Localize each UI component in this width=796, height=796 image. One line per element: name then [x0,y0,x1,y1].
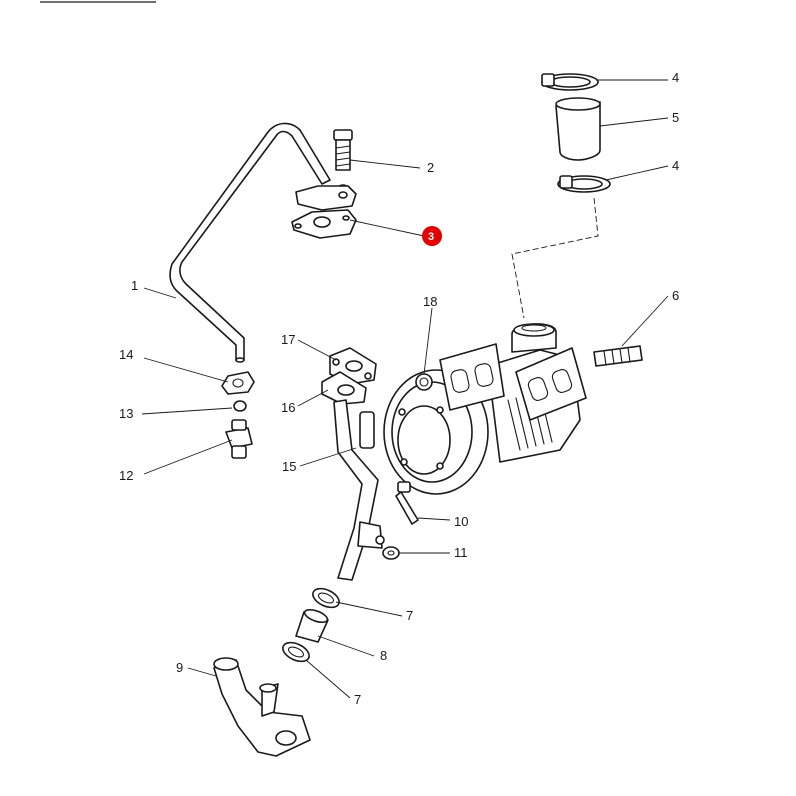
callout-12[interactable]: 12 [119,468,133,483]
callout-7-lower[interactable]: 7 [354,692,361,707]
part-5-hose[interactable] [555,97,601,161]
part-11-washer[interactable] [382,546,400,560]
callout-3[interactable]: 3 [428,231,434,243]
callout-15[interactable]: 15 [282,459,296,474]
part-18-plug[interactable] [415,373,433,391]
callout-5[interactable]: 5 [672,110,679,125]
part-7-hose-clip-upper[interactable] [310,585,342,611]
callout-9[interactable]: 9 [176,660,183,675]
callout-1[interactable]: 1 [131,278,138,293]
part-9-return-adapter[interactable] [213,657,311,757]
callout-14[interactable]: 14 [119,347,133,362]
callouts: 1 2 3 4 5 4 6 7 8 7 9 10 11 12 13 14 15 … [119,70,679,707]
part-13-olive[interactable] [233,400,247,412]
part-4-hose-clip-upper[interactable] [541,73,599,91]
callout-13[interactable]: 13 [119,406,133,421]
part-7-hose-clip-lower[interactable] [280,639,312,665]
callout-4-upper[interactable]: 4 [672,70,679,85]
part-15-oil-return-pipe[interactable] [333,399,385,581]
callout-18[interactable]: 18 [423,294,437,309]
callout-10[interactable]: 10 [454,514,468,529]
part-3-gasket[interactable] [291,209,357,239]
part-1-oil-feed-pipe[interactable] [169,122,331,363]
assembly-path-hose [511,197,599,319]
callout-2[interactable]: 2 [427,160,434,175]
part-10-bolt[interactable] [395,481,419,525]
part-12-union[interactable] [225,419,253,459]
callout-8[interactable]: 8 [380,648,387,663]
callout-17[interactable]: 17 [281,332,295,347]
part-8-hose[interactable] [295,607,329,643]
callout-7-upper[interactable]: 7 [406,608,413,623]
callout-16[interactable]: 16 [281,400,295,415]
pipe-flange [295,185,357,211]
callout-6[interactable]: 6 [672,288,679,303]
turbocharger[interactable] [383,323,587,495]
callout-3-marker[interactable] [422,226,442,246]
part-6-stud[interactable] [593,345,643,367]
callout-4-lower[interactable]: 4 [672,158,679,173]
part-16-flange[interactable] [321,371,367,405]
callout-11[interactable]: 11 [454,545,468,560]
part-4-hose-clip-lower[interactable] [557,175,611,193]
part-2-bolt[interactable] [333,129,353,192]
leader-lines [141,79,669,699]
part-14-nut[interactable] [221,371,255,395]
